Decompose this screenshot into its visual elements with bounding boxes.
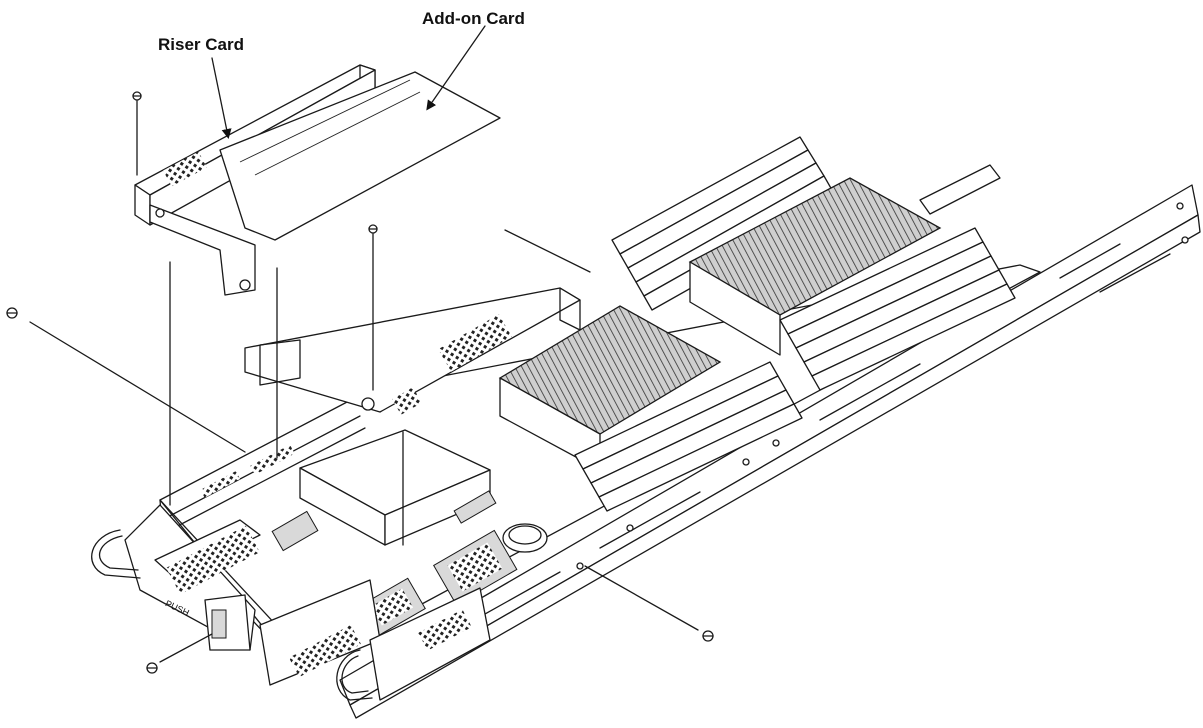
addon-card-label: Add-on Card <box>422 9 525 28</box>
screw-icon-2 <box>368 224 378 391</box>
motherboard-chips <box>271 490 548 637</box>
dimm-bank-front <box>574 227 1016 512</box>
arrow-icon-2 <box>426 25 486 111</box>
expansion-bracket <box>244 287 581 415</box>
chassis-rail <box>339 184 1201 719</box>
drive-cage <box>299 429 491 546</box>
front-panel: PUSH <box>124 504 491 701</box>
heatsink-rear <box>688 177 942 356</box>
screw-icon-3 <box>6 307 246 453</box>
arrow-icon <box>211 57 232 139</box>
guide-lines <box>169 229 591 546</box>
screw-icon <box>132 91 142 176</box>
screw-icon-4 <box>584 565 714 642</box>
handle-icon <box>91 529 141 579</box>
handle-icon-2 <box>336 649 373 701</box>
addon-card <box>219 71 501 241</box>
screw-icon-5 <box>146 633 213 674</box>
riser-card-label: Riser Card <box>158 35 244 54</box>
